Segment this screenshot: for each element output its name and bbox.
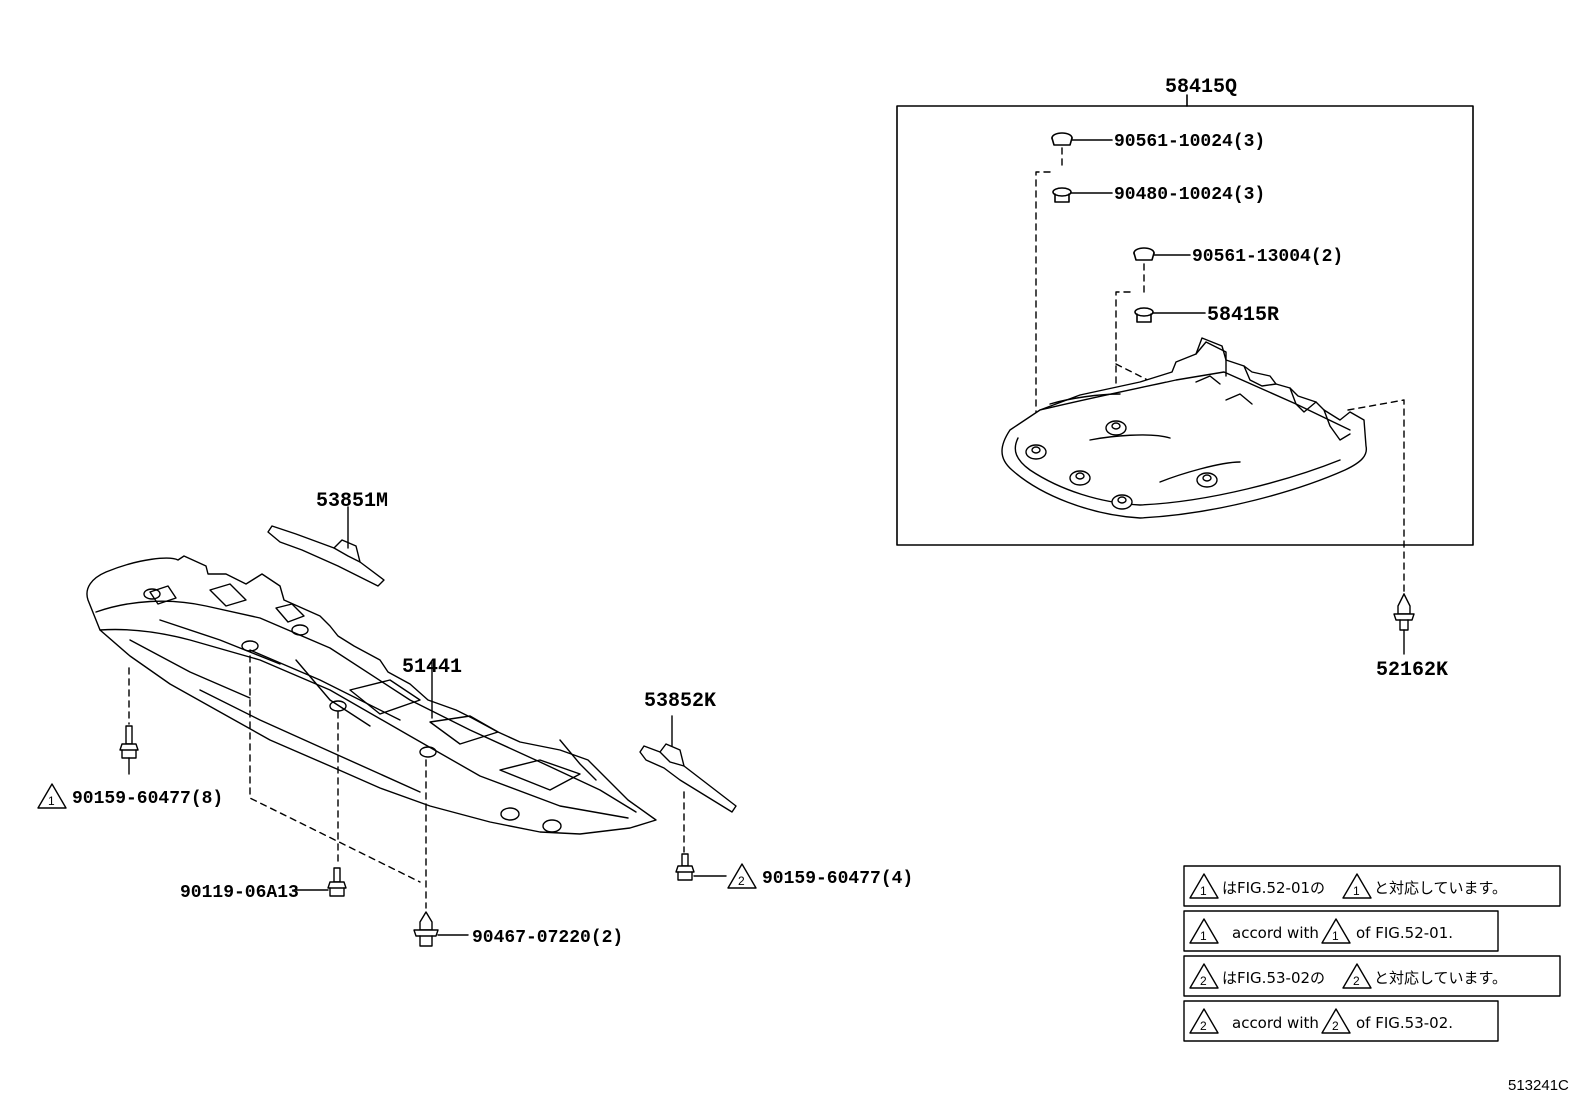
figure-id: 513241C: [1508, 1077, 1569, 1094]
note-3-tri2-number: 2: [1353, 974, 1360, 988]
clip-90561-10024: [1051, 132, 1113, 146]
note-4-tri2-number: 2: [1332, 1019, 1339, 1033]
clip-90467: [413, 911, 469, 947]
group-box-58415q: [896, 105, 1474, 546]
note-1-tri2-number: 1: [1353, 884, 1360, 898]
label-58415q: 58415Q: [1165, 76, 1237, 99]
label-90159-8: 90159-60477(8): [72, 789, 223, 809]
note-3-tri1-number: 2: [1200, 974, 1207, 988]
label-90561-10024: 90561-10024(3): [1114, 132, 1265, 152]
rear-engine-cover: [1001, 337, 1368, 519]
callout-triangle-2: [727, 863, 757, 889]
callout-number-1: 1: [48, 794, 55, 808]
bolt-90159-4: [675, 853, 727, 881]
clip-90561-13004: [1133, 247, 1191, 261]
guide-lines-lower: [128, 655, 685, 909]
note-2-pre: accord with: [1232, 924, 1319, 942]
label-53851m: 53851M: [316, 490, 388, 513]
label-53852k: 53852K: [644, 690, 716, 713]
label-90159-4: 90159-60477(4): [762, 869, 913, 889]
callout-number-2: 2: [738, 874, 745, 888]
note-1-post: と対応しています。: [1374, 879, 1507, 897]
label-90561-13004: 90561-13004(2): [1192, 247, 1343, 267]
nut-90480-10024: [1052, 187, 1113, 203]
label-90119: 90119-06A13: [180, 883, 299, 903]
note-2-tri2-number: 1: [1332, 929, 1339, 943]
bolt-90159-8: [119, 725, 139, 775]
label-90467: 90467-07220(2): [472, 928, 623, 948]
label-90480-10024: 90480-10024(3): [1114, 185, 1265, 205]
note-3-post: と対応しています。: [1374, 969, 1507, 987]
note-2-tri1-number: 1: [1200, 929, 1207, 943]
note-1-pre: はFIG.52-01の: [1222, 879, 1325, 897]
note-3-pre: はFIG.53-02の: [1222, 969, 1325, 987]
note-1-tri1-number: 1: [1200, 884, 1207, 898]
callout-triangle-1: [37, 783, 67, 809]
note-2-post: of FIG.52-01.: [1356, 924, 1453, 942]
label-52162k: 52162K: [1376, 659, 1448, 682]
note-4-pre: accord with: [1232, 1014, 1319, 1032]
label-51441: 51441: [402, 656, 462, 679]
bolt-90119: [295, 867, 347, 897]
undercover-51441: [86, 555, 657, 835]
clip-52162k: [1393, 593, 1415, 655]
notes-boxes: [1183, 865, 1561, 1042]
note-4-post: of FIG.53-02.: [1356, 1014, 1453, 1032]
bracket-53851m: [267, 506, 385, 587]
label-58415r: 58415R: [1207, 304, 1279, 327]
note-4-tri1-number: 2: [1200, 1019, 1207, 1033]
bracket-53852k: [639, 715, 737, 813]
nut-58415r: [1134, 307, 1206, 323]
